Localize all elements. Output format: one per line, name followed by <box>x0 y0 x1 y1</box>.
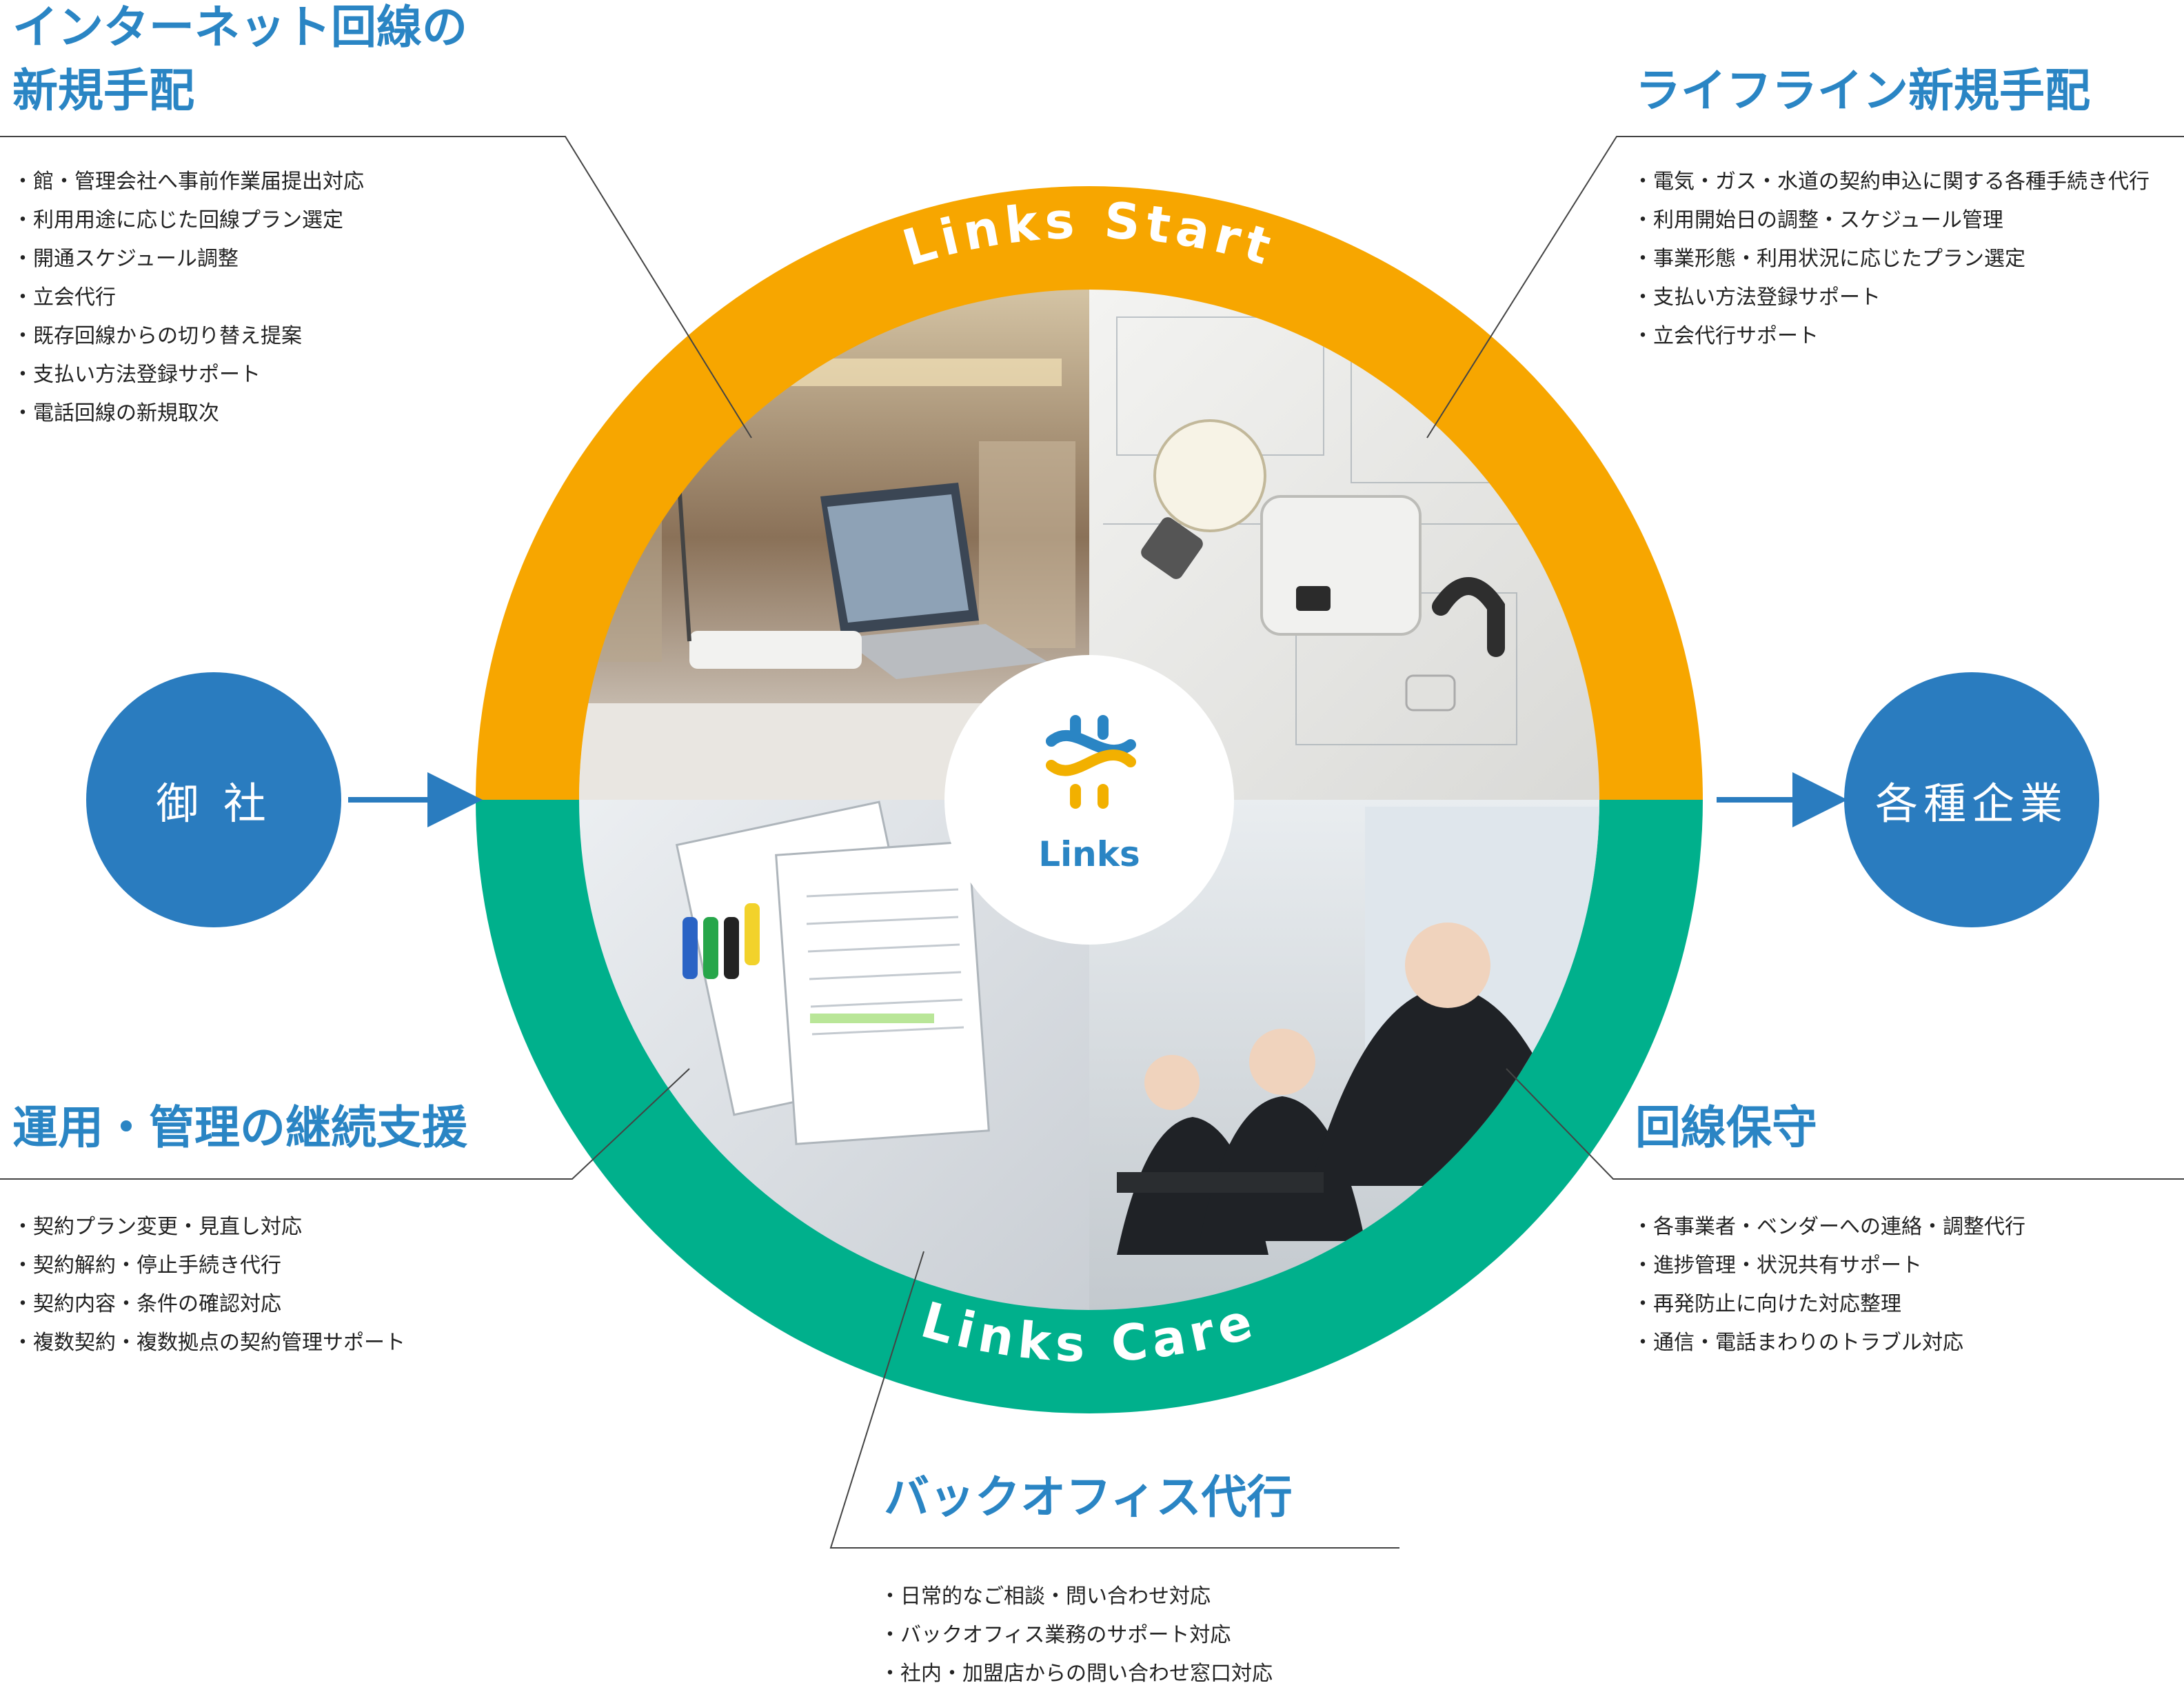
leader-internet <box>0 136 752 439</box>
heading-internet-line1: インターネット回線の <box>12 1 467 54</box>
list-item: 既存回線からの切り替え提案 <box>12 317 364 356</box>
list-item: 進捗管理・状況共有サポート <box>1632 1247 2025 1285</box>
list-item: 支払い方法登録サポート <box>12 356 364 394</box>
heading-maintenance: 回線保守 <box>1635 1101 1817 1154</box>
center-logo-text: Links <box>1038 834 1140 874</box>
center-logo-badge <box>944 655 1234 945</box>
list-item: 館・管理会社へ事前作業届提出対応 <box>12 163 364 201</box>
heading-internet-line2: 新規手配 <box>12 64 194 117</box>
list-item: 通信・電話まわりのトラブル対応 <box>1632 1324 2025 1362</box>
list-lifeline: 電気・ガス・水道の契約申込に関する各種手続き代行 利用開始日の調整・スケジュール… <box>1632 163 2150 356</box>
node-our-company: 御 社 <box>86 672 341 927</box>
list-item: 再発防止に向けた対応整理 <box>1632 1285 2025 1324</box>
list-backoffice: 日常的なご相談・問い合わせ対応 バックオフィス業務のサポート対応 社内・加盟店か… <box>880 1578 1273 1693</box>
list-item: 立会代行 <box>12 279 364 317</box>
list-item: 開通スケジュール調整 <box>12 240 364 279</box>
heading-lifeline: ライフライン新規手配 <box>1635 64 2090 117</box>
leader-backoffice <box>829 1251 1399 1549</box>
list-item: 社内・加盟店からの問い合わせ窓口対応 <box>880 1655 1273 1693</box>
links-logo-icon <box>1046 715 1136 809</box>
list-item: 各事業者・ベンダーへの連絡・調整代行 <box>1632 1208 2025 1247</box>
list-item: 契約内容・条件の確認対応 <box>12 1285 405 1324</box>
list-item: バックオフィス業務のサポート対応 <box>880 1616 1273 1655</box>
list-item: 電話回線の新規取次 <box>12 394 364 433</box>
list-item: 立会代行サポート <box>1632 317 2150 356</box>
node-various-companies: 各種企業 <box>1844 672 2099 927</box>
photo-quadrants <box>579 290 1599 1310</box>
heading-operation: 運用・管理の継続支援 <box>12 1101 467 1154</box>
list-item: 電気・ガス・水道の契約申込に関する各種手続き代行 <box>1632 163 2150 201</box>
list-item: 契約プラン変更・見直し対応 <box>12 1208 405 1247</box>
list-item: 日常的なご相談・問い合わせ対応 <box>880 1578 1273 1616</box>
heading-backoffice: バックオフィス代行 <box>884 1471 1293 1524</box>
list-maintenance: 各事業者・ベンダーへの連絡・調整代行 進捗管理・状況共有サポート 再発防止に向け… <box>1632 1208 2025 1362</box>
list-item: 支払い方法登録サポート <box>1632 279 2150 317</box>
list-item: 複数契約・複数拠点の契約管理サポート <box>12 1324 405 1362</box>
leader-operation <box>0 1068 690 1180</box>
list-item: 事業形態・利用状況に応じたプラン選定 <box>1632 240 2150 279</box>
list-operation: 契約プラン変更・見直し対応 契約解約・停止手続き代行 契約内容・条件の確認対応 … <box>12 1208 405 1362</box>
leader-lifeline <box>1426 136 2184 439</box>
leader-maintenance <box>1506 1068 2184 1180</box>
list-item: 利用用途に応じた回線プラン選定 <box>12 201 364 240</box>
heading-internet: インターネット回線の 新規手配 <box>12 0 467 123</box>
list-item: 契約解約・停止手続き代行 <box>12 1247 405 1285</box>
photo-call-center-staff <box>1089 800 1599 1310</box>
list-item: 利用開始日の調整・スケジュール管理 <box>1632 201 2150 240</box>
list-internet: 館・管理会社へ事前作業届提出対応 利用用途に応じた回線プラン選定 開通スケジュー… <box>12 163 364 433</box>
